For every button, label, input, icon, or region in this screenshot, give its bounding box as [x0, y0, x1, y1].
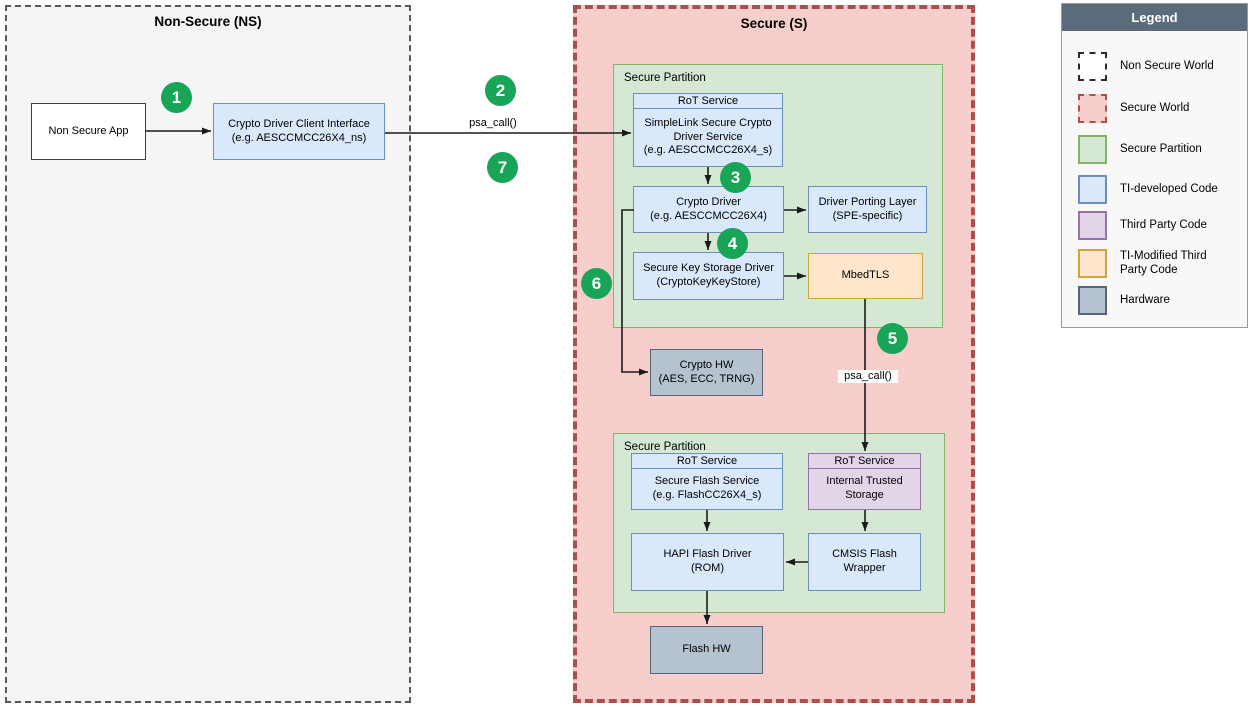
- legend-swatch-secure-partition: [1078, 134, 1107, 164]
- node-crypto-driver: Crypto Driver (e.g. AESCCMCC26X4): [633, 186, 784, 233]
- node-simplelink-secure-crypto-driver-service: SimpleLink Secure Crypto Driver Service …: [633, 108, 783, 167]
- legend-label: TI-Modified Third Party Code: [1120, 249, 1207, 276]
- legend-label: Non Secure World: [1120, 59, 1214, 72]
- secure-region-title: Secure (S): [740, 16, 808, 31]
- node-hapi-flash-driver: HAPI Flash Driver (ROM): [631, 533, 784, 591]
- legend-item-secure-partition: Secure Partition: [1078, 134, 1202, 164]
- legend-item-secure-world: Secure World: [1078, 93, 1189, 123]
- legend-swatch-ti-developed-code: [1078, 174, 1107, 204]
- node-cmsis-flash-wrapper: CMSIS Flash Wrapper: [808, 533, 921, 591]
- legend-item-hardware: Hardware: [1078, 285, 1170, 315]
- legend-panel: Legend Non Secure World Secure World Sec…: [1061, 3, 1248, 328]
- legend-item-third-party-code: Third Party Code: [1078, 210, 1207, 240]
- node-rot-service-header-flash: RoT Service: [631, 453, 783, 469]
- node-secure-flash-service: Secure Flash Service (e.g. FlashCC26X4_s…: [631, 468, 783, 510]
- legend-title: Legend: [1062, 4, 1247, 31]
- legend-item-non-secure-world: Non Secure World: [1078, 51, 1214, 81]
- node-crypto-driver-client-interface: Crypto Driver Client Interface (e.g. AES…: [213, 103, 385, 160]
- legend-label: Secure Partition: [1120, 142, 1202, 155]
- legend-label: Secure World: [1120, 101, 1190, 114]
- node-mbedtls: MbedTLS: [808, 253, 923, 299]
- node-driver-porting-layer: Driver Porting Layer (SPE-specific): [808, 186, 927, 233]
- psa-call-label-secure: psa_call(): [838, 370, 898, 384]
- node-rot-service-header-its: RoT Service: [808, 453, 921, 469]
- legend-swatch-ti-modified-third-party-code: [1078, 248, 1107, 278]
- secure-partition-flash-label: Secure Partition: [624, 441, 706, 453]
- node-internal-trusted-storage: Internal Trusted Storage: [808, 468, 921, 510]
- legend-swatch-secure-world: [1078, 93, 1107, 123]
- step-badge-5: 5: [877, 323, 908, 354]
- legend-label: Hardware: [1120, 293, 1170, 306]
- step-badge-1: 1: [161, 82, 192, 113]
- step-badge-6: 6: [581, 268, 612, 299]
- non-secure-region-title: Non-Secure (NS): [154, 14, 262, 29]
- legend-swatch-non-secure-world: [1078, 51, 1107, 81]
- legend-label: TI-developed Code: [1120, 182, 1218, 195]
- step-badge-4: 4: [717, 228, 748, 259]
- secure-partition-crypto-label: Secure Partition: [624, 72, 706, 84]
- node-rot-service-header-crypto: RoT Service: [633, 93, 783, 109]
- step-badge-7: 7: [487, 152, 518, 183]
- psa-call-label-ns: psa_call(): [460, 117, 526, 131]
- node-crypto-hw: Crypto HW (AES, ECC, TRNG): [650, 349, 763, 396]
- legend-item-ti-modified-third-party-code: TI-Modified Third Party Code: [1078, 248, 1207, 278]
- node-flash-hw: Flash HW: [650, 626, 763, 674]
- node-non-secure-app: Non Secure App: [31, 103, 146, 160]
- legend-item-ti-developed-code: TI-developed Code: [1078, 174, 1218, 204]
- legend-swatch-third-party-code: [1078, 210, 1107, 240]
- step-badge-3: 3: [720, 162, 751, 193]
- node-secure-key-storage-driver: Secure Key Storage Driver (CryptoKeyKeyS…: [633, 252, 784, 300]
- legend-swatch-hardware: [1078, 285, 1107, 315]
- legend-label: Third Party Code: [1120, 218, 1207, 231]
- step-badge-2: 2: [485, 75, 516, 106]
